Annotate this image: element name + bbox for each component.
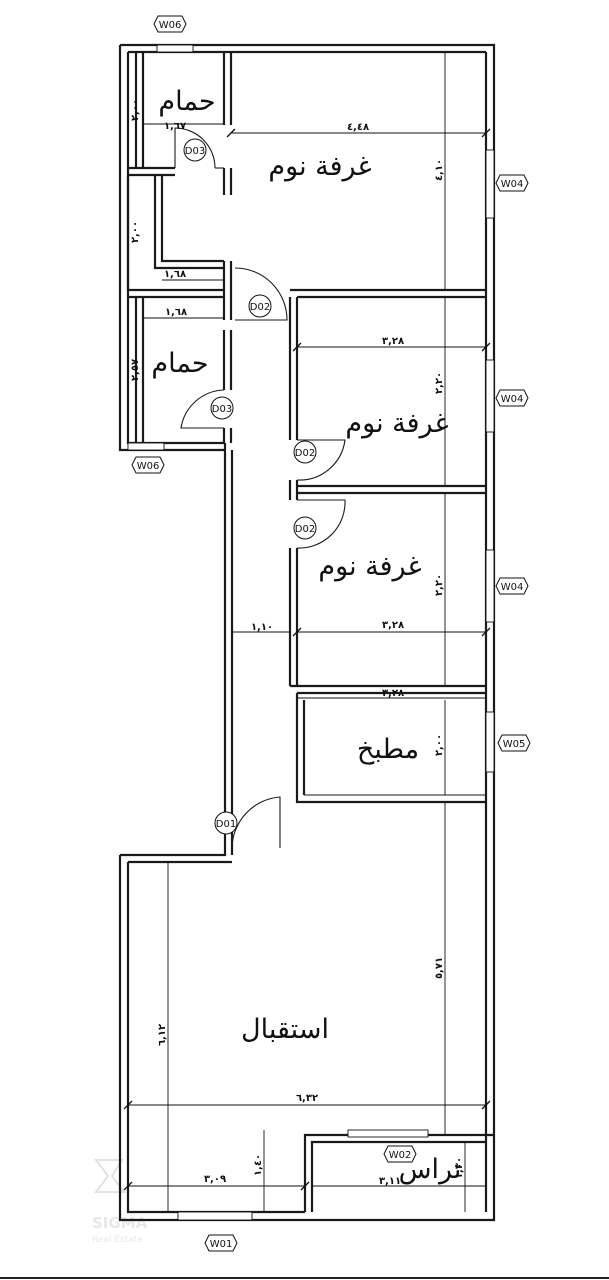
tag-w04-a: W04 — [495, 174, 529, 192]
tag-w05: W05 — [497, 734, 531, 752]
door-d03-mid — [180, 389, 225, 429]
dim-bedroom-3-h: ٢,٢٠ — [434, 574, 445, 596]
room-label-bedroom-2: غرفة نوم — [345, 408, 448, 439]
watermark: SIGMA Real Estate — [92, 1159, 148, 1245]
dim-hall-w: ١,١٠ — [251, 622, 273, 633]
door-d02-corridor — [234, 267, 288, 321]
window-w05 — [485, 711, 495, 773]
windows — [127, 44, 495, 1221]
window-w04-a — [485, 149, 495, 219]
dim-bottom-w: ٣,٠٩ — [204, 1174, 226, 1185]
dim-bottom-small: ١,٤٠ — [253, 1154, 264, 1176]
tag-d02-corridor: D02 — [248, 294, 272, 318]
dimension-lines — [123, 52, 491, 1212]
tag-d03-mid: D03 — [210, 396, 234, 420]
svg-text:D02: D02 — [295, 448, 315, 459]
room-label-bath-mid: حمام — [151, 348, 208, 379]
svg-text:W01: W01 — [210, 1239, 233, 1250]
sigma-logo-icon — [94, 1159, 126, 1193]
svg-text:W04: W04 — [501, 582, 524, 593]
dim-bath-top-w: ١,٦٧ — [164, 121, 186, 132]
doors — [174, 127, 346, 849]
watermark-sub: Real Estate — [92, 1235, 143, 1245]
door-d02-bed2 — [296, 439, 346, 481]
svg-text:D01: D01 — [216, 819, 236, 830]
room-label-bath-top: حمام — [158, 86, 215, 117]
svg-text:W04: W04 — [501, 394, 524, 405]
window-w04-b — [485, 359, 495, 433]
room-label-kitchen: مطبخ — [357, 734, 419, 765]
room-label-bedroom-1: غرفة نوم — [268, 151, 371, 182]
dimension-labels: ٢,٠٠ ١,٦٧ ٤,٤٨ ٤,١٠ ٢,٠٠ ١,٦٨ ١,٦٨ ٢,٥٧ … — [130, 99, 465, 1187]
tag-w04-b: W04 — [495, 389, 529, 407]
window-w06-top — [156, 44, 194, 53]
dim-reception-h-right: ٥,٧١ — [434, 957, 445, 979]
svg-text:W02: W02 — [389, 1150, 412, 1161]
window-w04-c — [485, 549, 495, 623]
tag-w04-c: W04 — [495, 577, 529, 595]
dim-corridor-w: ١,٦٨ — [164, 269, 186, 280]
tag-d01: D01 — [214, 811, 238, 835]
svg-text:W04: W04 — [501, 179, 524, 190]
watermark-brand: SIGMA — [92, 1214, 148, 1232]
window-w06-left — [127, 442, 165, 451]
window-w01 — [177, 1211, 253, 1221]
dim-kitchen-w: ٣,٢٨ — [382, 688, 404, 699]
door-d02-bed3 — [296, 499, 346, 549]
tag-d03-top: D03 — [183, 138, 207, 162]
window-w02 — [347, 1129, 429, 1138]
svg-text:D02: D02 — [250, 302, 270, 313]
dim-bath-mid-h: ٢,٥٧ — [130, 359, 141, 381]
dim-kitchen-h: ٢,٠٠ — [434, 734, 445, 756]
dim-corridor-h: ٢,٠٠ — [130, 221, 141, 243]
svg-text:W06: W06 — [159, 20, 182, 31]
svg-text:D03: D03 — [185, 146, 205, 157]
door-d01 — [231, 796, 281, 849]
dim-bath-mid-w: ١,٦٨ — [165, 307, 187, 318]
svg-text:W05: W05 — [503, 739, 526, 750]
room-label-bedroom-3: غرفة نوم — [318, 551, 421, 582]
dim-bedroom-1-h: ٤,١٠ — [434, 159, 445, 181]
door-d03-top — [174, 127, 216, 169]
svg-text:D03: D03 — [212, 404, 232, 415]
tag-w02: W02 — [383, 1145, 417, 1163]
tag-w01: W01 — [204, 1234, 238, 1252]
room-label-reception: استقبال — [241, 1014, 329, 1045]
svg-text:D02: D02 — [295, 524, 315, 535]
dim-bedroom-2-w: ٣,٢٨ — [382, 336, 404, 347]
dim-terrace-h: ١,٣٠ — [454, 1157, 465, 1179]
dim-terrace-w: ٣,١١ — [379, 1176, 401, 1187]
dim-bedroom-2-h: ٢,٢٠ — [434, 372, 445, 394]
dim-reception-w: ٦,٣٢ — [296, 1093, 318, 1104]
dim-bedroom-1-w: ٤,٤٨ — [347, 122, 369, 133]
tag-w06-left: W06 — [131, 456, 165, 474]
opening-tags: W06 W06 W04 W04 W04 W05 W02 W01 — [131, 15, 531, 1252]
dim-reception-h-left: ٦,١٢ — [157, 1024, 168, 1046]
tag-d02-bed2: D02 — [293, 440, 317, 464]
tag-w06-top: W06 — [153, 15, 187, 33]
dim-bedroom-3-w: ٣,٢٨ — [382, 620, 404, 631]
room-labels: حمام غرفة نوم حمام غرفة نوم غرفة نوم مطب… — [151, 86, 461, 1185]
tag-d02-bed3: D02 — [293, 516, 317, 540]
dim-bath-top-h: ٢,٠٠ — [130, 99, 141, 121]
svg-text:W06: W06 — [137, 461, 160, 472]
